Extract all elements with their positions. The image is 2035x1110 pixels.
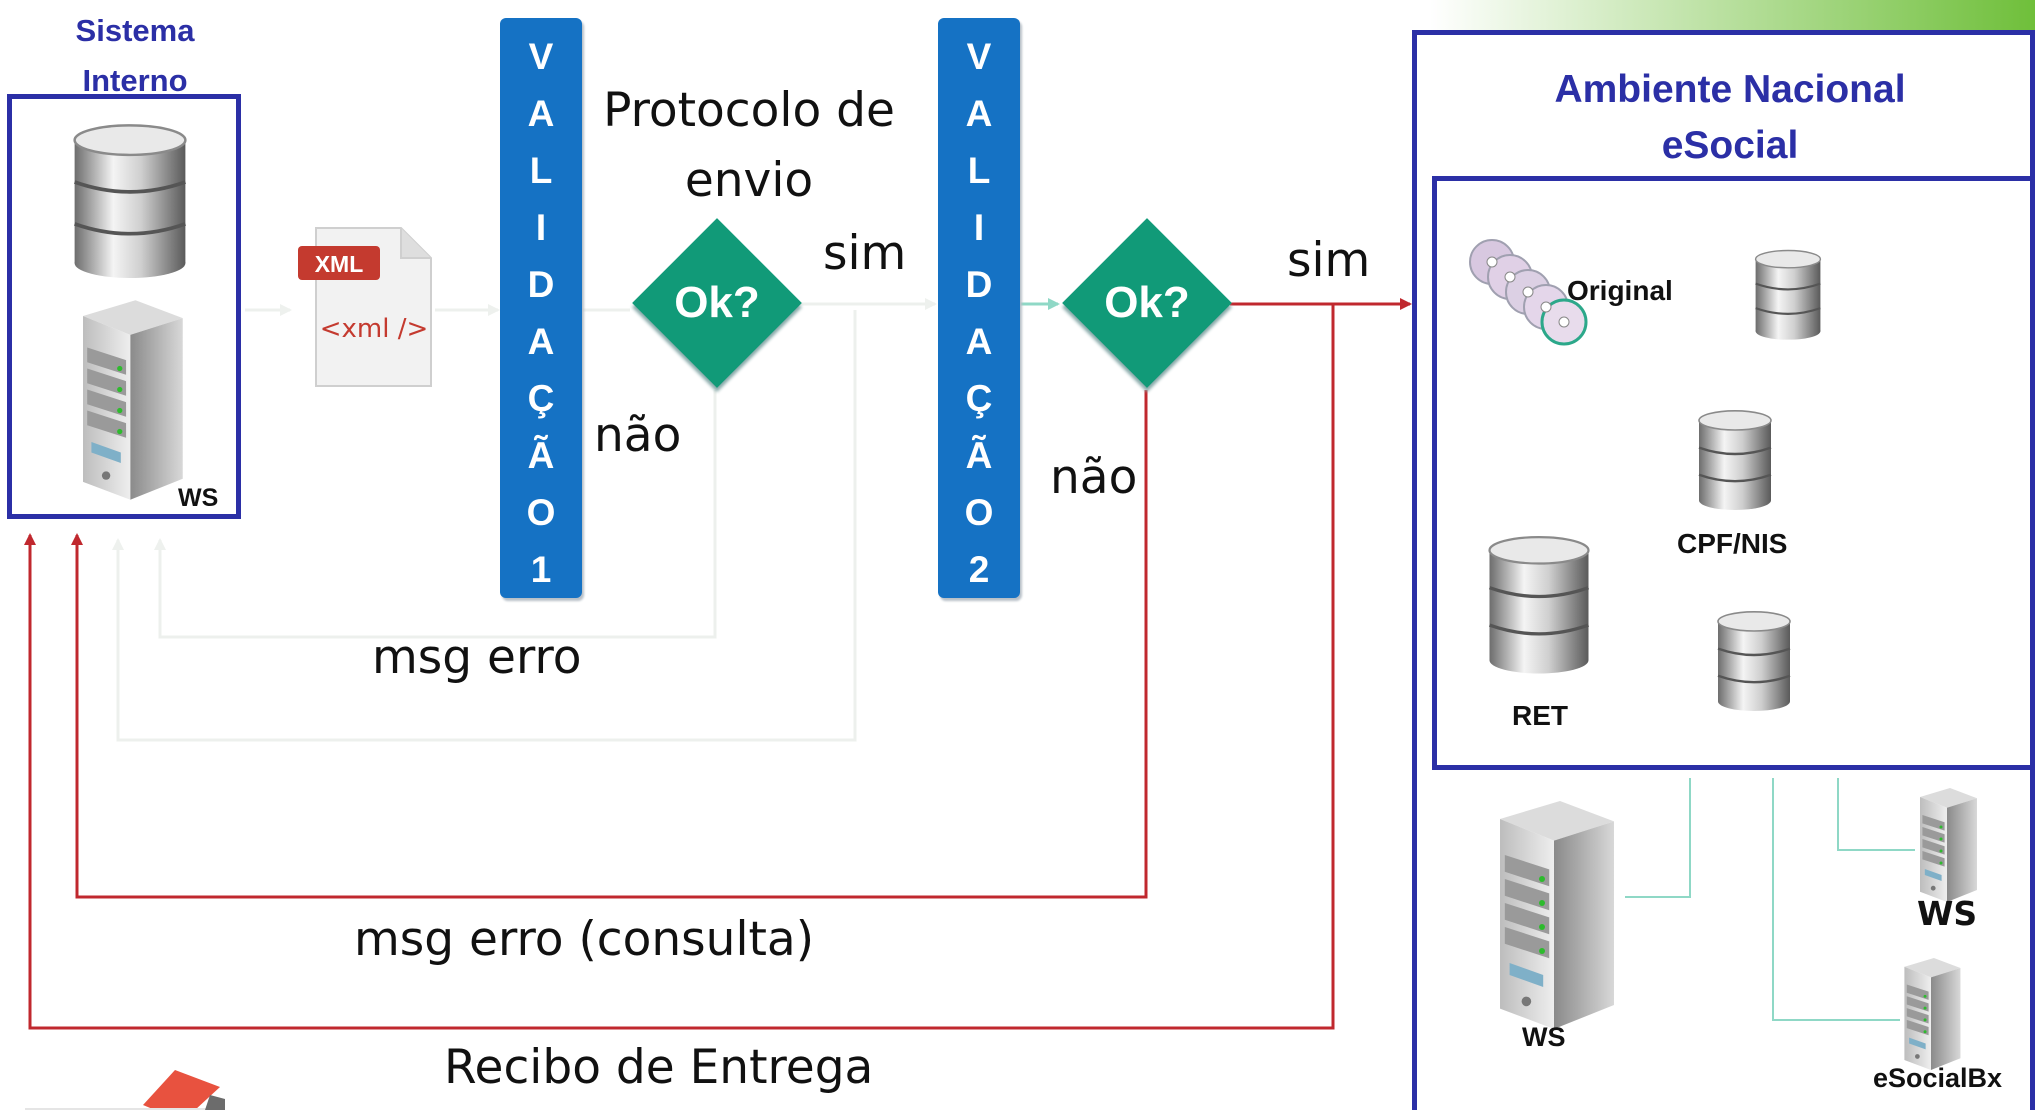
validation2-letter: 2 — [968, 549, 990, 590]
validation1-letter: O — [526, 492, 556, 533]
national-database-box — [1432, 176, 2035, 770]
error-query-label: msg erro (consulta) — [354, 912, 815, 967]
validation1-letter: D — [527, 264, 555, 305]
protocol-label: Protocolo de envio — [594, 76, 904, 216]
xml-tag-text: <xml /> — [320, 314, 429, 344]
receipt-label: Recibo de Entrega — [444, 1040, 874, 1095]
decision-2: Ok? — [1062, 218, 1232, 388]
decision-2-label: Ok? — [1104, 278, 1190, 327]
decision-2-no: não — [1050, 450, 1138, 505]
server-icon-bx — [1888, 955, 1968, 1073]
left-system-title-line1: Sistema — [75, 13, 195, 48]
validation1-letter: L — [529, 150, 553, 191]
decision-2-yes: sim — [1287, 233, 1371, 288]
document-icon — [25, 1070, 225, 1110]
decision-1: Ok? — [632, 218, 802, 388]
db-cpf-label: CPF/NIS — [1677, 528, 1788, 559]
header-accent-band — [1430, 0, 2035, 32]
left-system-title-line2: Interno — [82, 63, 188, 98]
server-icon — [50, 295, 200, 505]
national-title: Ambiente Nacional eSocial — [1470, 62, 1990, 174]
cd-stack-icon — [1469, 239, 1588, 346]
validation2-letter: V — [966, 36, 992, 77]
database-icon-cpf — [1695, 398, 1775, 518]
database-icon — [65, 118, 195, 278]
db-ret-label: RET — [1512, 700, 1568, 731]
xml-badge-text: XML — [315, 251, 364, 277]
validation2-letter: Ç — [965, 378, 993, 419]
validation1-letter: A — [527, 321, 555, 362]
national-title-line1: Ambiente Nacional — [1554, 68, 1906, 111]
validation1-letter: V — [528, 36, 554, 77]
left-ws-label: WS — [178, 484, 219, 512]
validation2-letter: Ã — [965, 435, 993, 476]
decision-1-no: não — [594, 408, 682, 463]
validation1-letter: I — [535, 207, 547, 248]
left-system-box — [7, 94, 241, 519]
protocol-line1: Protocolo de — [603, 83, 895, 138]
validation2-letter: A — [965, 93, 993, 134]
validation2-letter: D — [965, 264, 993, 305]
database-icon-original — [1752, 238, 1824, 348]
database-icon-ret — [1484, 512, 1594, 692]
left-system-title: Sistema Interno — [30, 6, 240, 106]
decision-1-label: Ok? — [674, 278, 760, 327]
validation1-letter: Ã — [527, 435, 555, 476]
database-icon-extra — [1714, 598, 1794, 720]
validation2-letter: O — [964, 492, 994, 533]
national-title-line2: eSocial — [1661, 124, 1799, 167]
server-ws-label: WS — [1917, 894, 1978, 933]
validation1-letter: A — [527, 93, 555, 134]
xml-file-icon: XML <xml /> — [298, 227, 432, 387]
server-icon-main — [1468, 795, 1628, 1035]
validation1-letter: 1 — [530, 549, 552, 590]
error-msg-label: msg erro — [372, 630, 582, 685]
decision-1-yes: sim — [823, 226, 907, 281]
server-bx-label: eSocialBx — [1873, 1063, 2003, 1093]
server-main-label: WS — [1522, 1022, 1566, 1052]
protocol-line2: envio — [684, 153, 814, 208]
db-original-label: Original — [1567, 275, 1673, 306]
validation2-letter: L — [967, 150, 991, 191]
server-icon-ws — [1904, 785, 1984, 905]
validation2-letter: A — [965, 321, 993, 362]
validation1-letter: Ç — [527, 378, 555, 419]
validation2-letter: I — [973, 207, 985, 248]
